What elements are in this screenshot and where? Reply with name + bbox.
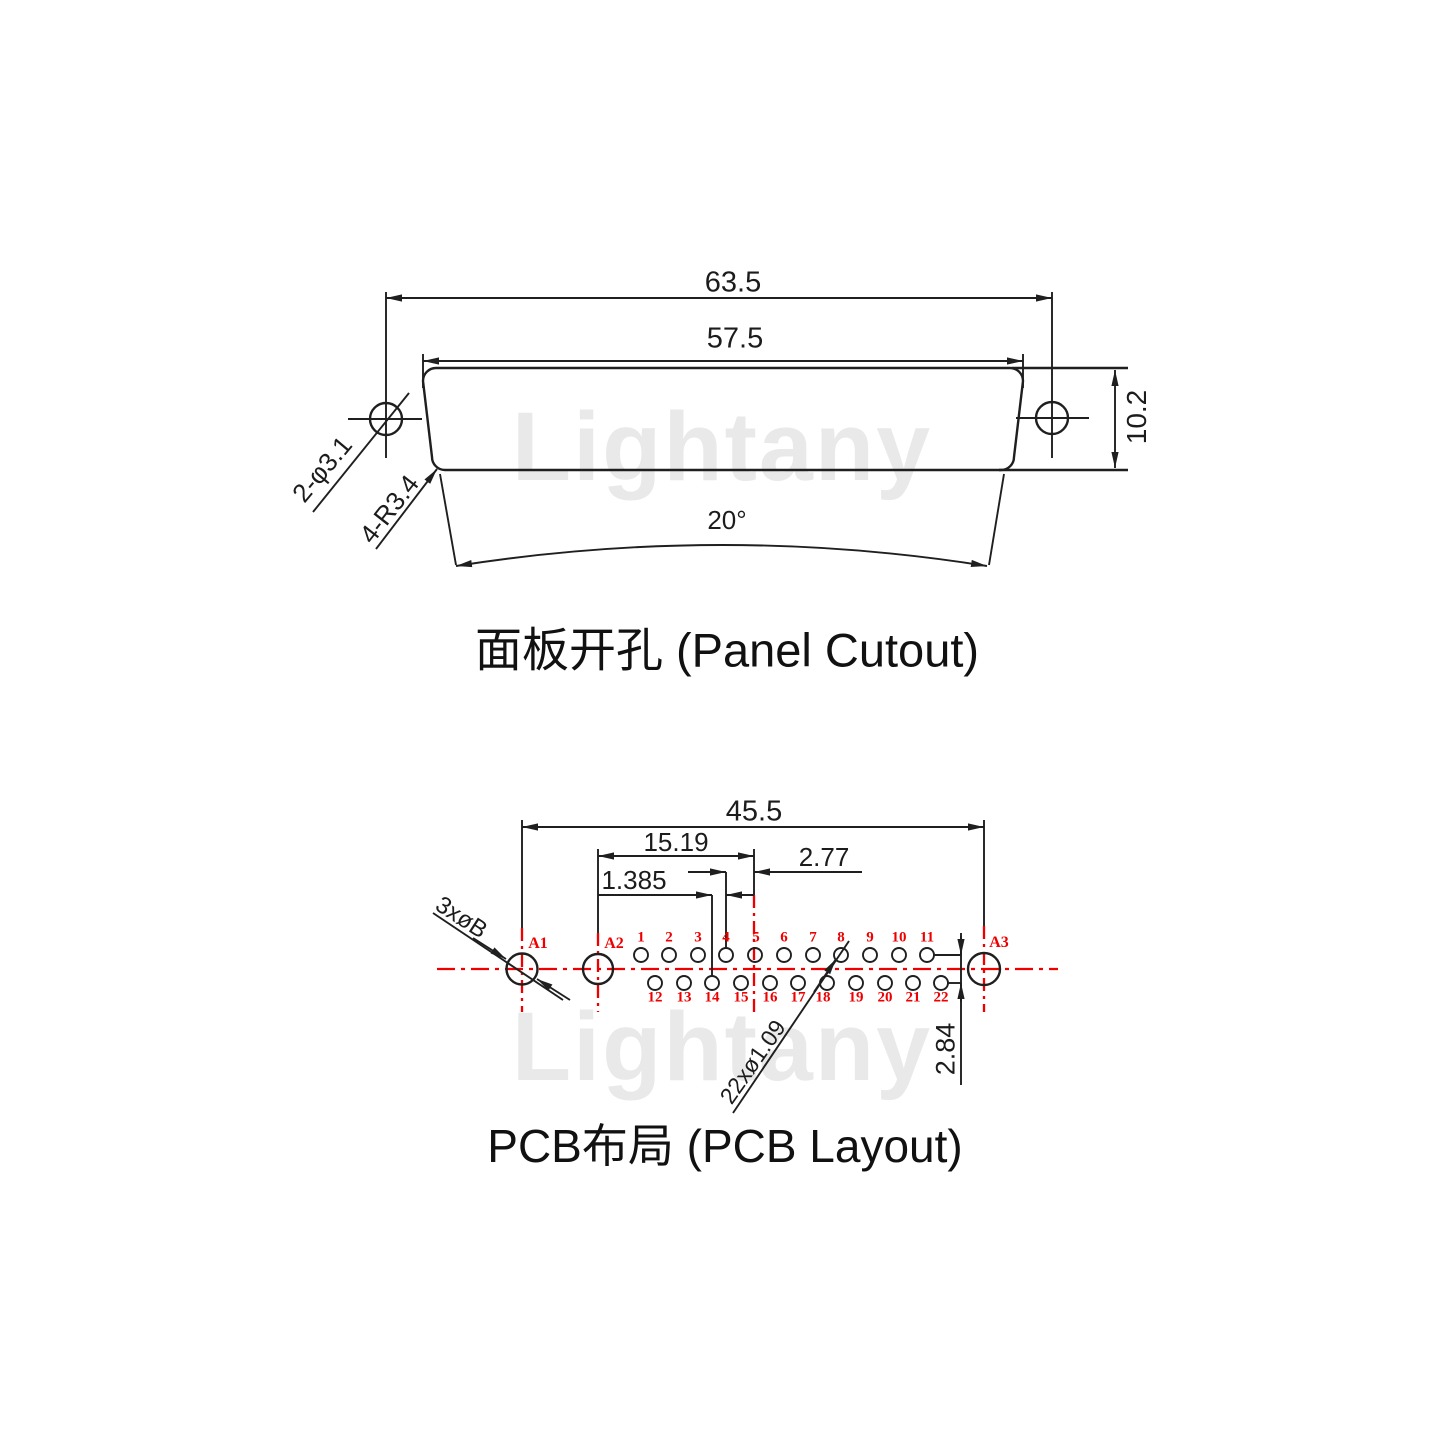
pin-number: 18 [815,989,831,1006]
pin-number: 3 [694,929,702,946]
dim-a2-center-label: 15.19 [643,827,709,857]
dim-overall-width-label: 63.5 [704,266,762,299]
pin-number: 7 [809,929,817,946]
angle-arc [455,544,988,568]
power-hole-a3 [966,951,1002,987]
watermark-logo-top: Lightany [511,392,933,501]
power-hole-a2 [581,952,615,986]
pcb-layout-title: PCB布局 (PCB Layout) [487,1120,963,1172]
signal-pins-bottom-row [647,975,949,991]
mount-hole-leader [312,392,410,513]
signal-pins-top-row [633,947,935,963]
power-label-a1: A1 [528,935,548,952]
watermark-logo-bottom: Lightany [511,992,933,1101]
power-label-a3: A3 [989,934,1009,951]
dim-pin-pitch-label: 2.77 [798,842,850,872]
pin-number: 21 [905,989,921,1006]
pin-number: 10 [891,929,907,946]
power-hole-a1 [505,952,539,986]
dim-row-spacing-label: 2.84 [930,1022,961,1076]
dim-row-offset-label: 1.385 [601,865,667,895]
pin-number: 13 [676,989,692,1006]
dim-angle-label: 20° [707,505,747,535]
panel-cutout-drawing [312,292,1128,568]
pin-number: 4 [722,929,730,946]
pin-number: 12 [647,989,663,1006]
pin-number: 8 [837,929,845,946]
cutout-outline [421,366,1025,472]
pin-number: 1 [637,929,645,946]
corner-radius-leader [375,468,438,550]
panel-cutout-title: 面板开孔 (Panel Cutout) [474,623,980,677]
dim-cutout-width-label: 57.5 [706,322,764,355]
dim-side-height-label: 10.2 [1121,389,1152,445]
pin-number: 16 [762,989,778,1006]
pin-number: 17 [790,989,806,1006]
pin-number: 6 [780,929,788,946]
pin-number: 9 [866,929,874,946]
pin-number: 20 [877,989,893,1006]
power-label-a2: A2 [604,935,624,952]
pin-number: 22 [933,989,949,1006]
pin-number: 14 [704,989,720,1006]
pcb-layout-drawing [432,820,1058,1114]
pin-number: 5 [752,929,760,946]
pin-number: 19 [848,989,864,1006]
pin-number: 2 [665,929,673,946]
dim-pcb-overall-label: 45.5 [725,795,783,828]
pin-number: 15 [733,989,749,1006]
pin-number: 11 [919,929,935,946]
